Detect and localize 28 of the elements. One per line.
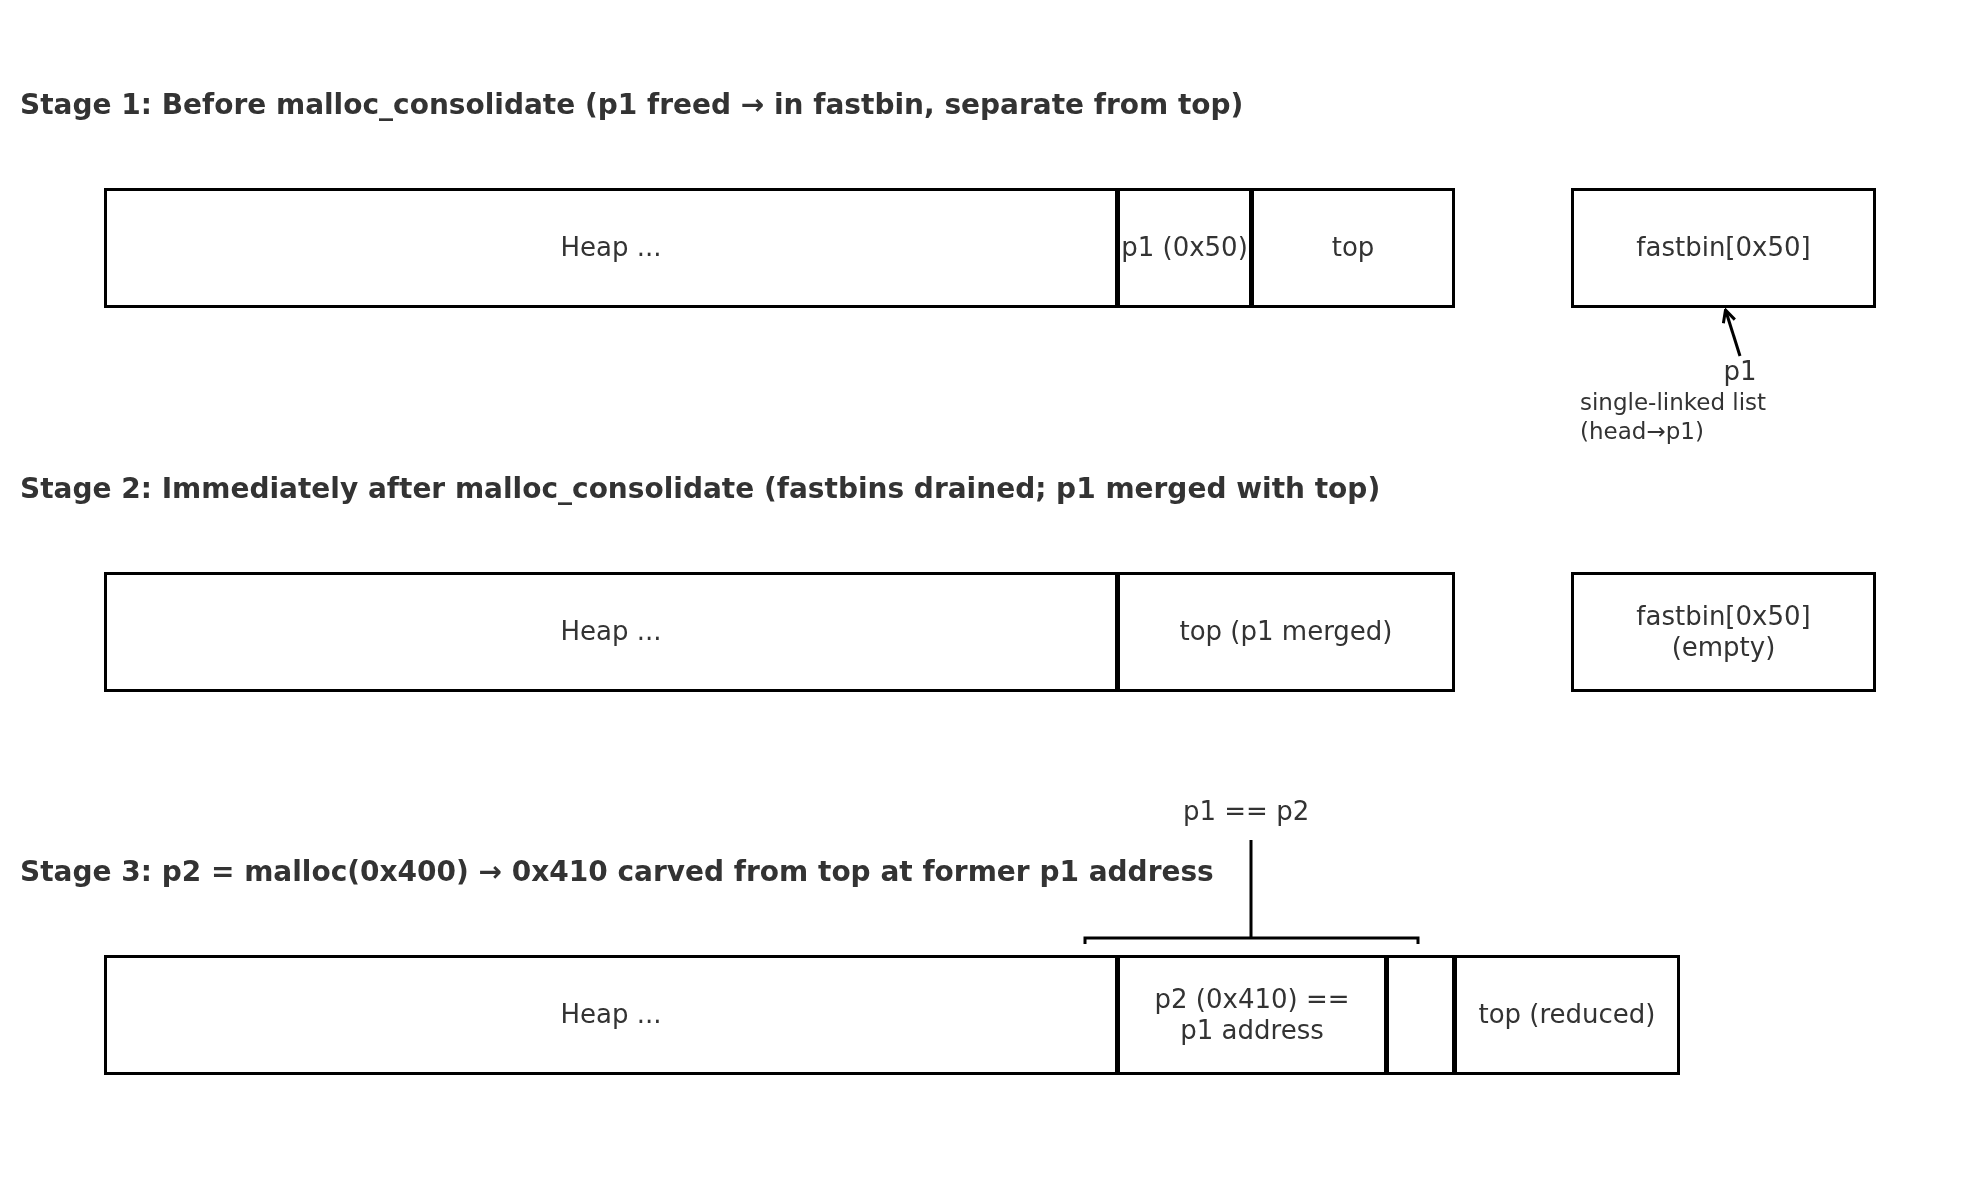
memory-chunk-box <box>1454 955 1680 1075</box>
chunk-label: p1 (0x50) <box>1121 232 1248 264</box>
annotation-text: p1 == p2 <box>1183 796 1310 828</box>
memory-chunk-box <box>1117 188 1252 308</box>
chunk-label: Heap ... <box>560 616 662 648</box>
chunk-label: fastbin[0x50] <box>1636 232 1811 264</box>
memory-chunk-box <box>1251 188 1455 308</box>
stage-heading: Stage 2: Immediately after malloc_consolidate (fastbins drained; p1 merged with top) <box>20 472 1381 505</box>
chunk-label: top <box>1331 232 1375 264</box>
memory-chunk-box <box>104 955 1118 1075</box>
memory-chunk-box <box>1571 188 1876 308</box>
memory-chunk-box <box>104 188 1118 308</box>
memory-chunk-box <box>104 572 1118 692</box>
arrow <box>1721 308 1742 357</box>
chunk-label: Heap ... <box>560 232 662 264</box>
stage-heading: Stage 3: p2 = malloc(0x400) → 0x410 carved from top at former p1 address <box>20 855 1214 888</box>
chunk-label: Heap ... <box>560 999 662 1031</box>
stage-heading: Stage 1: Before malloc_consolidate (p1 freed → in fastbin, separate from top) <box>20 88 1244 121</box>
chunk-label: top (reduced) <box>1478 999 1656 1031</box>
memory-chunk-box <box>1117 955 1387 1075</box>
memory-chunk-box <box>1386 955 1455 1075</box>
chunk-label: p2 (0x410) == p1 address <box>1153 983 1351 1047</box>
memory-chunk-box <box>1571 572 1876 692</box>
annotation-text: single-linked list (head→p1) <box>1580 388 1768 446</box>
memory-chunk-box <box>1117 572 1455 692</box>
chunk-label: fastbin[0x50] (empty) <box>1635 600 1812 664</box>
chunk-label: top (p1 merged) <box>1179 616 1393 648</box>
pointer-label: p1 <box>1722 356 1758 388</box>
